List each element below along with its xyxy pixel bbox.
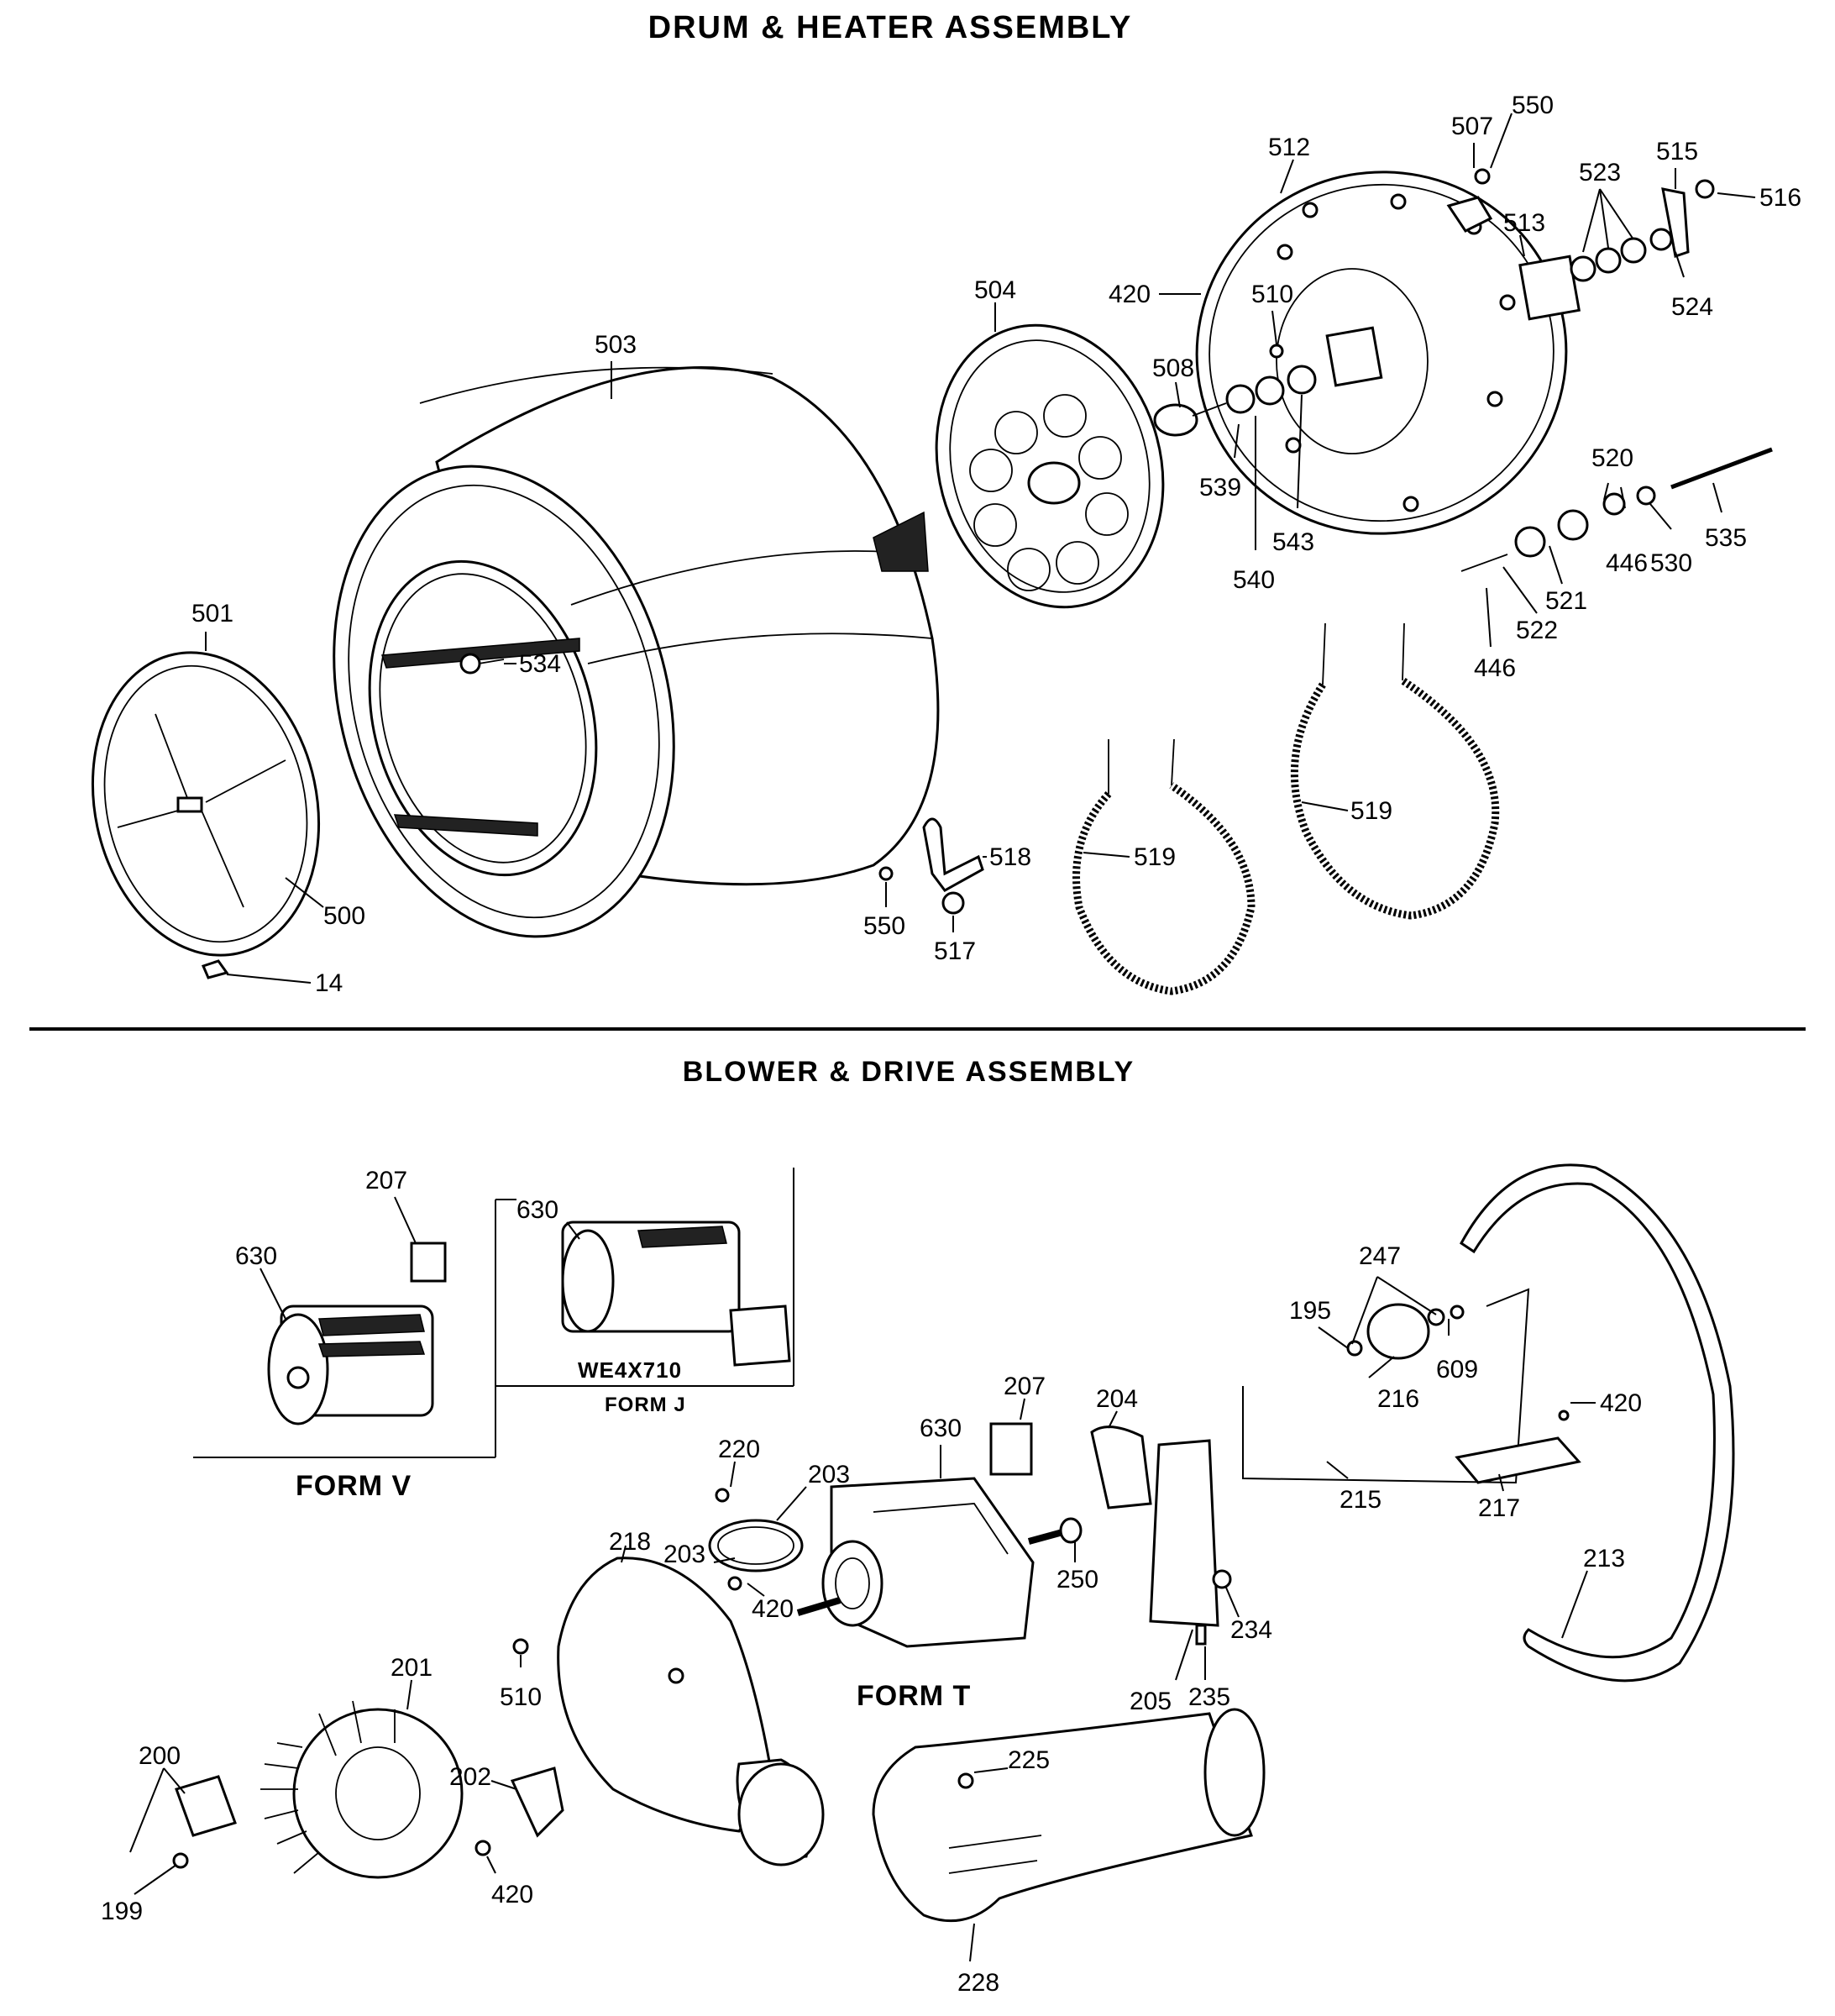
pn-218: 218	[609, 1528, 651, 1556]
pn-539: 539	[1199, 474, 1241, 501]
pn-550: 550	[1512, 92, 1554, 119]
pn-550b: 550	[863, 912, 905, 940]
rear-bulkhead-filter	[935, 323, 1165, 609]
pn-446a: 446	[1606, 549, 1648, 577]
motor-mount	[1090, 1425, 1232, 1646]
form-v-inset	[193, 1168, 794, 1458]
pn-535: 535	[1705, 524, 1747, 552]
blower-leaders	[129, 1196, 1596, 1962]
pn-203a: 203	[808, 1461, 850, 1488]
pn-199: 199	[101, 1898, 143, 1925]
pn-250: 250	[1056, 1566, 1098, 1593]
pn-503: 503	[595, 331, 637, 359]
pn-247: 247	[1359, 1242, 1401, 1270]
pn-517: 517	[934, 937, 976, 965]
pn-420a: 420	[1600, 1389, 1642, 1417]
pn-217: 217	[1478, 1494, 1520, 1522]
pn-512: 512	[1268, 134, 1310, 161]
pn-507: 507	[1451, 113, 1493, 140]
drum	[333, 366, 940, 938]
pn-523: 523	[1579, 159, 1621, 186]
drum-leaders	[205, 113, 1756, 984]
pn-630b: 630	[516, 1196, 558, 1224]
pn-501: 501	[191, 600, 233, 627]
pn-524: 524	[1671, 293, 1713, 321]
heater-coil-small	[1072, 738, 1256, 995]
blower-part-numbers: 207 630 630 247 195 609 216 420 215 217 …	[101, 1167, 1642, 1997]
pn-207a: 207	[365, 1167, 407, 1194]
screw-534	[459, 653, 505, 675]
idler-pulley-assembly	[1242, 1288, 1581, 1484]
drive-belt	[1460, 1163, 1735, 1683]
pn-235: 235	[1188, 1683, 1230, 1711]
pn-630c: 630	[920, 1415, 962, 1442]
bearing-510-set	[1153, 344, 1317, 437]
drive-motor-form-t	[796, 1477, 1083, 1648]
pn-630a: 630	[235, 1242, 277, 1270]
heater-coil-large	[1290, 622, 1500, 920]
blower-drive-title: BLOWER & DRIVE ASSEMBLY	[683, 1056, 1135, 1088]
pn-202: 202	[449, 1763, 491, 1791]
centrifugal-switch	[989, 1422, 1033, 1476]
pn-207b: 207	[1004, 1373, 1046, 1400]
pn-516: 516	[1759, 184, 1801, 212]
pn-195: 195	[1289, 1297, 1331, 1325]
pn-522: 522	[1516, 617, 1558, 644]
pn-515: 515	[1656, 138, 1698, 165]
we4x710-label: WE4X710	[578, 1357, 682, 1383]
pn-215: 215	[1340, 1486, 1381, 1514]
pn-513: 513	[1503, 209, 1545, 237]
drum-part-numbers: 503 504 512 507 550 523 515 516 513 524 …	[191, 92, 1801, 997]
pn-534: 534	[519, 650, 561, 678]
pn-420: 420	[1109, 281, 1151, 308]
front-seal-ring	[91, 651, 321, 957]
pn-201: 201	[391, 1654, 433, 1682]
pn-228: 228	[957, 1969, 999, 1997]
idler-assembly	[1460, 447, 1773, 572]
pn-504: 504	[974, 276, 1016, 304]
pn-540: 540	[1233, 566, 1275, 594]
pn-204: 204	[1096, 1385, 1138, 1413]
clip-14	[201, 959, 229, 979]
pn-519b: 519	[1350, 797, 1392, 825]
blower-wheel	[260, 1700, 464, 1879]
pn-521: 521	[1545, 587, 1587, 615]
blower-bracket	[172, 1767, 564, 1869]
bracket-518	[878, 817, 984, 915]
bearing-523-set	[1518, 179, 1715, 321]
pn-213: 213	[1583, 1545, 1625, 1572]
pn-530: 530	[1650, 549, 1692, 577]
pn-420c: 420	[491, 1881, 533, 1908]
pn-510b: 510	[500, 1683, 542, 1711]
pn-543: 543	[1272, 528, 1314, 556]
form-v-label: FORM V	[296, 1470, 412, 1502]
pn-225: 225	[1008, 1746, 1050, 1774]
form-j-label: FORM J	[605, 1394, 686, 1416]
form-t-label: FORM T	[857, 1680, 971, 1712]
pn-220: 220	[718, 1436, 760, 1463]
pn-216: 216	[1377, 1385, 1419, 1413]
pn-518: 518	[989, 843, 1031, 871]
pn-446b: 446	[1474, 654, 1516, 682]
pn-500: 500	[323, 902, 365, 930]
drum-heater-title: DRUM & HEATER ASSEMBLY	[648, 10, 1133, 45]
rear-drum-bulkhead	[1195, 171, 1568, 535]
motor-strap	[708, 1488, 804, 1591]
pn-520: 520	[1591, 444, 1633, 472]
thermostat-507	[1446, 168, 1493, 233]
pn-519a: 519	[1134, 843, 1176, 871]
pn-420b: 420	[752, 1595, 794, 1623]
pn-200: 200	[139, 1742, 181, 1770]
pn-205: 205	[1130, 1688, 1172, 1715]
pn-609: 609	[1436, 1356, 1478, 1383]
exhaust-duct	[872, 1708, 1266, 1923]
pn-14: 14	[315, 969, 343, 997]
pn-203b: 203	[663, 1541, 705, 1568]
blower-housing	[512, 1557, 825, 1866]
pn-234: 234	[1230, 1616, 1272, 1644]
pn-510: 510	[1251, 281, 1293, 308]
pn-508: 508	[1152, 354, 1194, 382]
